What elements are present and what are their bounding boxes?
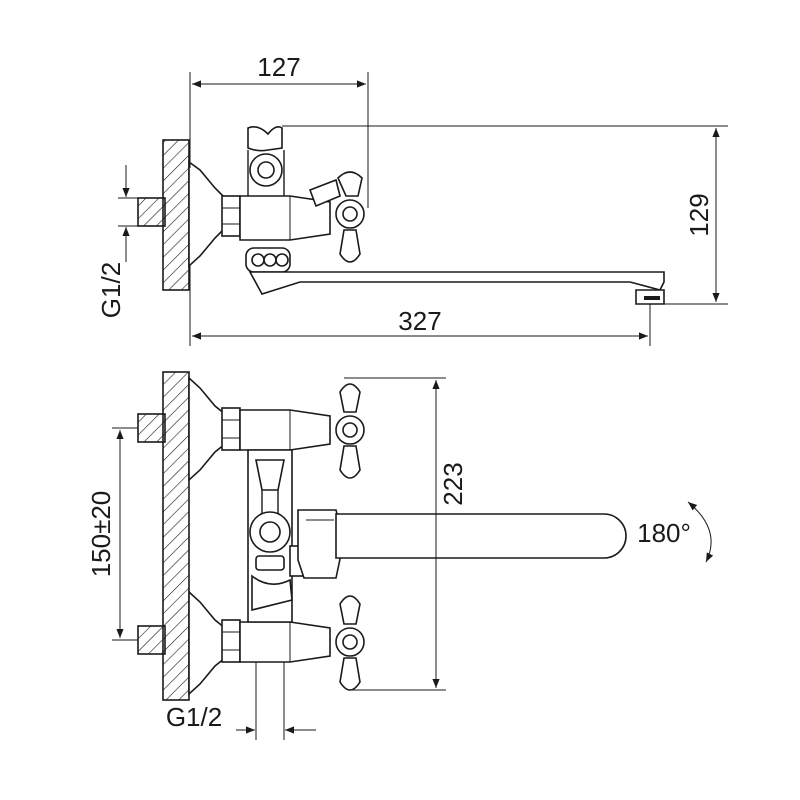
dim-label-127: 127 [257, 52, 300, 82]
handle-upper-down [339, 445, 361, 479]
dim-label-223: 223 [438, 462, 468, 505]
wall-pipe-lower [137, 625, 166, 655]
wall-pipe-top [137, 197, 166, 227]
wall-hatch-top [162, 139, 190, 291]
handle-top-lower [339, 229, 361, 263]
rotation-arrow [687, 501, 714, 563]
dim-label-g12-top: G1/2 [96, 262, 126, 318]
dim-label-327: 327 [398, 306, 441, 336]
diverter-lever-front [297, 509, 345, 579]
spout-top [248, 271, 665, 295]
handle-lower-down [339, 657, 361, 691]
hex-nut-top [221, 195, 241, 237]
flange-upper [188, 376, 226, 482]
wall-hatch-front [162, 371, 190, 701]
nut-lower [221, 619, 241, 663]
spout-front [335, 513, 627, 559]
dim-label-150: 150±20 [86, 491, 116, 578]
handle-lower-up [339, 595, 361, 625]
flange-lower [188, 590, 226, 696]
top-view: 127 129 327 G1/2 [96, 52, 728, 346]
front-view: 180° 150±20 223 G1/2 [86, 371, 714, 740]
rotation-label: 180° [637, 518, 691, 548]
valve-body-upper [239, 409, 331, 451]
shower-holder-top [247, 126, 283, 152]
wall-pipe-upper [137, 413, 166, 443]
diverter-lever-top [308, 178, 341, 208]
dim-label-g12-bottom: G1/2 [166, 702, 222, 732]
outlet-front [251, 574, 293, 612]
dim-label-129: 129 [684, 193, 714, 236]
flange-top [188, 160, 226, 268]
nut-upper [221, 407, 241, 451]
valve-body-lower [239, 621, 331, 663]
knurl-band-front [255, 555, 285, 571]
handle-top-upper [337, 171, 363, 197]
handle-upper-up [339, 383, 361, 413]
